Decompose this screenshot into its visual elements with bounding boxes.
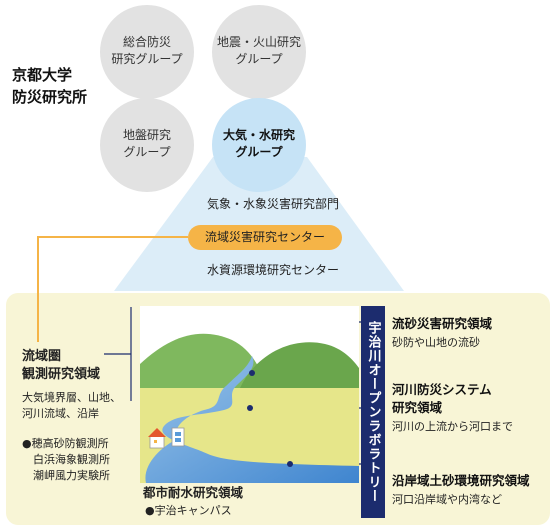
uji-campus: ●宇治キャンパス — [145, 504, 232, 517]
uji-open-lab-label: 宇治川オープンラボラトリー — [365, 321, 381, 503]
group-circle-atmosphere-water — [212, 98, 306, 192]
river-landscape-illustration — [140, 306, 359, 483]
station-shirahama: 白浜海象観測所 — [33, 453, 110, 466]
dept-meteorology: 気象・水象災害研究部門 — [206, 197, 339, 211]
research-sediment: 流砂災害研究領域 砂防や山地の流砂 — [392, 316, 493, 349]
group-label-general: 総合防災研究グループ — [111, 35, 183, 66]
group-label-seismic: 地震・火山研究グループ — [216, 35, 301, 66]
group-circle-general — [100, 5, 194, 99]
group-circle-seismic — [212, 5, 306, 99]
observation-description: 大気境界層、山地、 河川流域、沿岸 — [22, 391, 121, 420]
station-shionomisaki: 潮岬風力実験所 — [33, 469, 110, 482]
observation-stations: ●穂高砂防観測所 白浜海象観測所 潮岬風力実験所 — [22, 436, 110, 484]
group-label-atmosphere-water: 大気・水研究グループ — [222, 128, 295, 159]
group-circle-geotech — [100, 98, 194, 192]
observation-title: 流域圏 観測研究領域 — [22, 349, 101, 382]
dept-basin-center: 流域災害研究センター — [188, 225, 342, 250]
research-river-system: 河川防災システム 研究領域 河川の上流から河口まで — [392, 382, 513, 433]
institute-title: 京都大学 防災研究所 — [12, 66, 88, 106]
station-hotaka: ●穂高砂防観測所 — [22, 437, 109, 450]
dept-water-resources: 水資源環境研究センター — [206, 263, 339, 277]
urban-title: 都市耐水研究領域 — [143, 485, 244, 500]
group-label-geotech: 地盤研究グループ — [122, 128, 171, 159]
uji-open-lab-banner: 宇治川オープンラボラトリー — [361, 306, 385, 518]
research-coastal: 沿岸域土砂環境研究領域 河口沿岸域や内湾など — [392, 473, 530, 506]
